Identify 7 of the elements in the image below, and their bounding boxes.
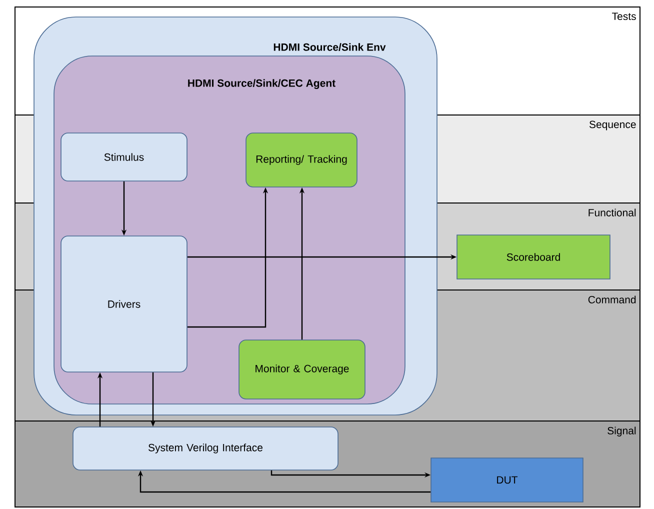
component-box: Stimulus (60, 132, 188, 182)
component-box: System Verilog Interface (72, 426, 338, 470)
component-box: DUT (430, 458, 584, 502)
component-box: Monitor & Coverage (238, 340, 366, 400)
component-box: Reporting/ Tracking (246, 132, 358, 188)
component-box: Scoreboard (456, 234, 610, 280)
component-box: Drivers (60, 236, 188, 372)
